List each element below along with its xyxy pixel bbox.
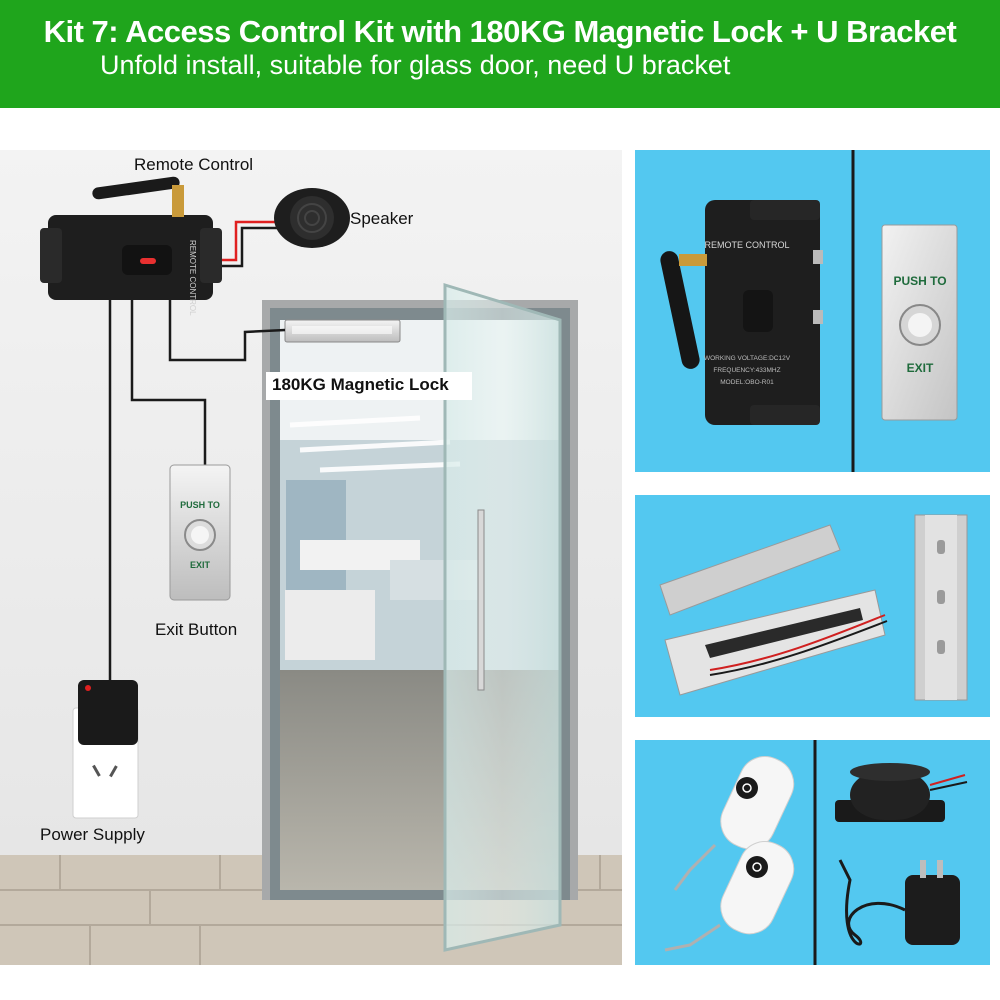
antenna bbox=[92, 176, 180, 200]
speaker-photo bbox=[835, 763, 968, 822]
glass-door bbox=[443, 282, 562, 952]
controller-label-text: REMOTE CONTROL bbox=[188, 240, 197, 316]
controller-spec-voltage: WORKING VOLTAGE:DC12V bbox=[704, 355, 791, 362]
exit-button-label: Exit Button bbox=[155, 620, 238, 639]
lock-label-background bbox=[266, 372, 472, 400]
remote-control-label: Remote Control bbox=[134, 155, 254, 174]
header-banner: Kit 7: Access Control Kit with 180KG Mag… bbox=[0, 0, 1000, 108]
magnetic-lock-photo bbox=[664, 589, 886, 696]
magnetic-lock-label: 180KG Magnetic Lock bbox=[272, 375, 449, 394]
power-supply-label: Power Supply bbox=[40, 825, 145, 844]
speaker-label: Speaker bbox=[350, 209, 414, 228]
exit-button-push-text: PUSH TO bbox=[180, 500, 220, 510]
product-panel-lock bbox=[635, 495, 990, 717]
controller-and-button-photo: REMOTE CONTROL WORKING VOLTAGE:DC12V FRE… bbox=[660, 150, 958, 472]
product-panel-controller: REMOTE CONTROL WORKING VOLTAGE:DC12V FRE… bbox=[635, 150, 990, 472]
page-subtitle: Unfold install, suitable for glass door,… bbox=[100, 50, 731, 80]
controller-antenna bbox=[660, 251, 700, 369]
antenna-connector bbox=[172, 185, 184, 217]
controller-spec-frequency: FREQUENCY:433MHZ bbox=[713, 367, 780, 374]
installation-illustration: REMOTE CONTROL PUSH TO EXIT bbox=[0, 150, 622, 965]
speaker-device bbox=[274, 188, 350, 248]
controller-box: REMOTE CONTROL bbox=[40, 215, 222, 316]
controller-title-text: REMOTE CONTROL bbox=[704, 240, 789, 250]
exit-button-device: PUSH TO EXIT bbox=[169, 464, 231, 601]
door-handle bbox=[477, 509, 485, 691]
remote-fob-2 bbox=[664, 841, 795, 952]
armature-plate bbox=[659, 524, 841, 616]
power-adapter-photo bbox=[838, 859, 960, 946]
lock-wire bbox=[168, 300, 286, 362]
speaker-wire-black bbox=[208, 226, 282, 268]
remotes-speaker-adapter-photo bbox=[664, 740, 968, 965]
product-panel-accessories bbox=[635, 740, 990, 965]
installation-diagram: REMOTE CONTROL PUSH TO EXIT Remote Contr… bbox=[0, 150, 622, 965]
power-adapter bbox=[78, 680, 138, 745]
controller-spec-model: MODEL:OBO-R01 bbox=[720, 379, 774, 386]
exit-button-exit-text: EXIT bbox=[190, 560, 211, 570]
exit-button-wire bbox=[130, 300, 207, 468]
photo-button-exit-text: EXIT bbox=[907, 361, 934, 375]
photo-button-push-text: PUSH TO bbox=[893, 274, 946, 288]
lock-and-bracket-photo bbox=[659, 514, 968, 701]
remote-fob-1 bbox=[673, 756, 795, 891]
page-title: Kit 7: Access Control Kit with 180KG Mag… bbox=[43, 14, 957, 49]
